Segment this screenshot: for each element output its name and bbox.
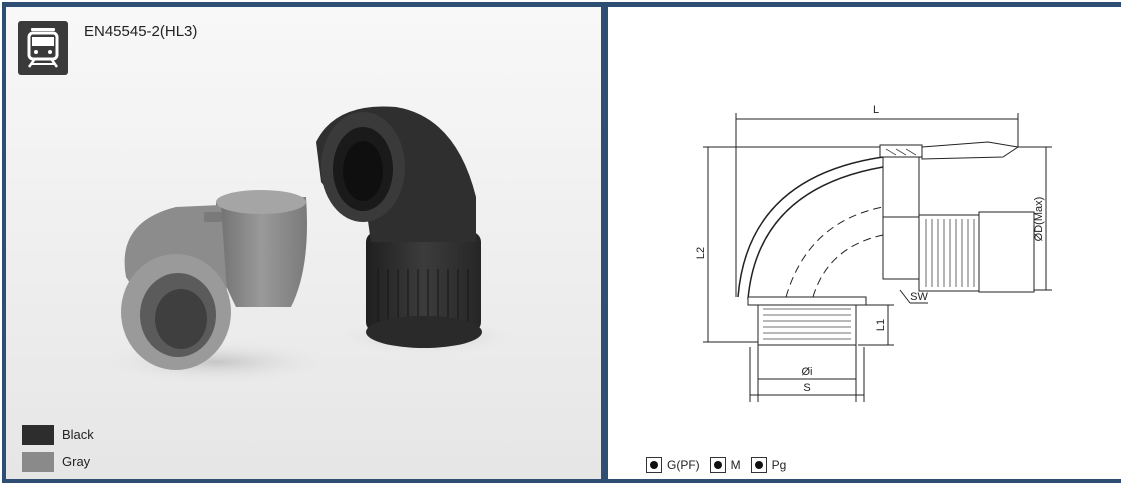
product-image [96,106,516,384]
train-icon [18,21,68,75]
dimension-drawing: L L2 ØD(Max) SW L1 Øi S [695,104,1052,402]
thread-option-gpf[interactable]: G(PF) [646,457,700,473]
black-elbow-fitting [316,106,482,348]
dim-label-OD: ØD(Max) [1033,197,1045,242]
thread-option-label: M [730,458,741,472]
dim-label-L: L [873,104,879,116]
standard-label: EN45545-2(HL3) [84,23,198,40]
color-label-black: Black [62,427,94,442]
dim-label-Oi: Øi [802,366,813,378]
dim-label-SW: SW [910,291,928,303]
checkbox-icon [750,457,767,473]
color-swatch-gray [22,452,54,472]
gray-elbow-fitting [121,190,307,370]
thread-option-label: Pg [771,458,787,472]
dim-label-L2: L2 [695,247,707,259]
thread-option-m[interactable]: M [709,457,741,473]
dim-label-L1: L1 [875,319,887,331]
thread-option-pg[interactable]: Pg [750,457,787,473]
thread-option-label: G(PF) [667,458,700,472]
color-swatch-black [22,425,54,445]
dim-label-S: S [803,382,810,394]
color-label-gray: Gray [62,454,91,469]
product-photo-panel: EN45545-2(HL3) [6,7,601,479]
checkbox-icon [709,457,726,473]
thread-options: G(PF) M Pg [646,457,796,473]
checkbox-icon [646,457,662,473]
technical-drawing-panel: L L2 ØD(Max) SW L1 Øi S G(PF) M Pg [608,7,1121,479]
